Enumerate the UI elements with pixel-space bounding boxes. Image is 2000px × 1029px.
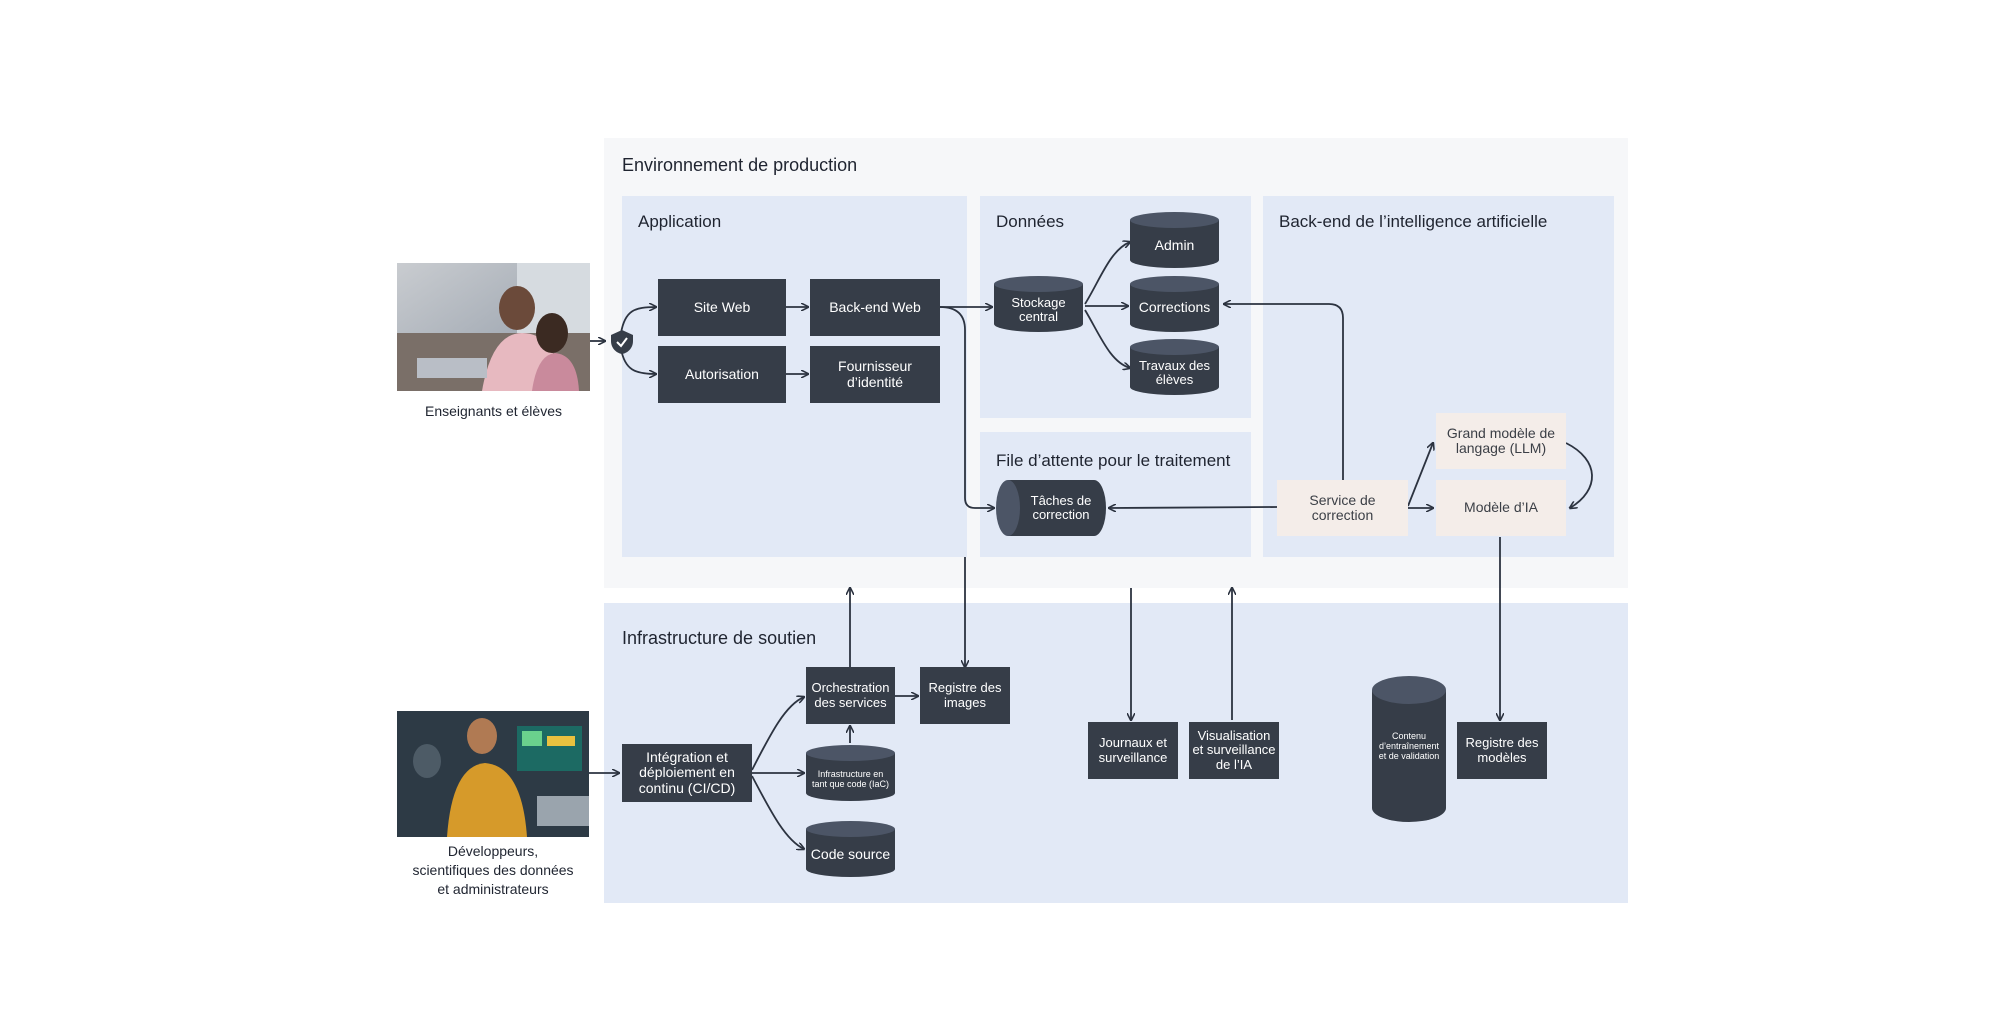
data-title: Données xyxy=(996,212,1065,231)
training-content-cylinder xyxy=(1372,676,1446,822)
support-infrastructure-title: Infrastructure de soutien xyxy=(622,628,817,648)
model-registry-box: Registre des modèles xyxy=(1457,722,1547,779)
student-work-label: Travaux des élèves xyxy=(1138,357,1211,387)
developers-photo xyxy=(397,711,589,837)
corrections-label: Corrections xyxy=(1138,299,1211,316)
teachers-students-photo xyxy=(397,263,590,391)
developers-caption: Développeurs, scientifiques des données … xyxy=(412,843,574,897)
security-shield-icon xyxy=(609,329,635,355)
correction-tasks-label: Tâches de correction xyxy=(1030,492,1092,522)
ai-monitoring-box: Visualisation et surveillance de l’IA xyxy=(1189,722,1279,779)
llm-box: Grand modèle de langage (LLM) xyxy=(1436,413,1566,469)
student-work-cylinder xyxy=(1130,339,1219,395)
cicd-box: Intégration et déploiement en continu (C… xyxy=(622,744,752,802)
correction-tasks-queue xyxy=(996,480,1106,536)
ai-backend-title: Back-end de l’intelligence artificielle xyxy=(1279,212,1548,231)
iac-label: Infrastructure en tant que code (IaC) xyxy=(811,769,890,789)
source-code-cylinder xyxy=(806,821,895,877)
teachers-students-caption: Enseignants et élèves xyxy=(425,403,562,419)
image-registry-box: Registre des images xyxy=(920,667,1010,724)
web-backend-box: Back-end Web xyxy=(810,279,940,336)
ai-model-box: Modèle d’IA xyxy=(1436,480,1566,536)
logs-monitoring-box: Journaux et surveillance xyxy=(1088,722,1178,779)
source-code-label: Code source xyxy=(810,846,891,863)
central-storage-cylinder xyxy=(994,276,1083,332)
identity-provider-box: Fournisseur d’identité xyxy=(810,346,940,403)
admin-label: Admin xyxy=(1154,237,1195,254)
central-storage-label: Stockage central xyxy=(1011,294,1066,324)
corrections-cylinder xyxy=(1130,276,1219,332)
iac-cylinder xyxy=(806,745,895,801)
authorization-box: Autorisation xyxy=(658,346,786,403)
training-content-label: Contenu d’entraînement et de validation xyxy=(1378,731,1440,761)
queue-title: File d’attente pour le traitement xyxy=(996,451,1231,470)
admin-cylinder xyxy=(1130,212,1219,268)
production-environment-title: Environnement de production xyxy=(622,155,858,175)
application-title: Application xyxy=(638,212,722,231)
correction-service-box: Service de correction xyxy=(1277,480,1408,536)
website-box: Site Web xyxy=(658,279,786,336)
orchestration-box: Orchestration des services xyxy=(806,667,895,724)
